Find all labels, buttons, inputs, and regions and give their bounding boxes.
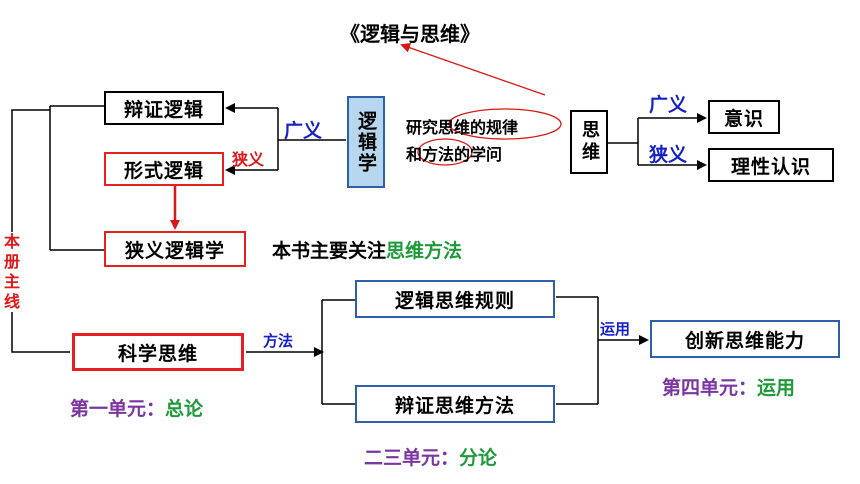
formal-logic-box: 形式逻辑 bbox=[104, 152, 224, 186]
unit4-label: 第四单元：运用 bbox=[662, 373, 795, 400]
innovative-ability-label: 创新思维能力 bbox=[684, 329, 805, 352]
main-line-label: 本册主线 bbox=[2, 232, 22, 312]
logic-box: 逻辑学 bbox=[347, 96, 385, 188]
unit1-label: 第一单元：总论 bbox=[70, 394, 203, 421]
scientific-thinking-label: 科学思维 bbox=[117, 342, 198, 365]
rational-cognition-label: 理性认识 bbox=[730, 155, 811, 178]
unit1-suffix: 总论 bbox=[165, 398, 204, 420]
unit23-suffix: 分论 bbox=[459, 447, 498, 469]
dialectical-logic-box: 辩证逻辑 bbox=[104, 91, 224, 125]
broad-label-right: 广义 bbox=[649, 94, 688, 116]
dialectical-methods-label: 辩证思维方法 bbox=[394, 394, 515, 417]
highlight-ellipse-method bbox=[417, 138, 473, 166]
focus-prefix: 本书主要关注 bbox=[272, 240, 387, 262]
unit23-prefix: 二三单元： bbox=[364, 447, 460, 469]
logic-box-label: 逻辑学 bbox=[355, 110, 377, 174]
thinking-box-label: 思维 bbox=[579, 120, 600, 164]
definition-line2: 和方法的学问 bbox=[406, 145, 503, 164]
focus-highlight: 思维方法 bbox=[386, 240, 463, 262]
rational-cognition-box: 理性认识 bbox=[708, 148, 834, 182]
consciousness-box: 意识 bbox=[708, 100, 780, 134]
main-line-text: 本册主线 bbox=[3, 232, 20, 311]
unit23-label: 二三单元：分论 bbox=[364, 443, 497, 470]
formal-logic-label: 形式逻辑 bbox=[123, 159, 204, 182]
unit4-suffix: 运用 bbox=[757, 377, 796, 399]
scientific-thinking-box: 科学思维 bbox=[72, 333, 244, 371]
arrow-to-title bbox=[400, 42, 546, 96]
unit1-prefix: 第一单元： bbox=[70, 398, 166, 420]
dialectical-methods-box: 辩证思维方法 bbox=[355, 385, 555, 423]
apply-label: 运用 bbox=[600, 320, 631, 338]
broad-label-left: 广义 bbox=[284, 120, 323, 142]
narrow-label-left: 狭义 bbox=[232, 150, 265, 169]
narrow-label-right: 狭义 bbox=[649, 144, 688, 166]
main-line-bracket bbox=[11, 109, 70, 353]
definition-line1: 研究思维的规律 bbox=[406, 118, 519, 137]
dialectical-logic-label: 辩证逻辑 bbox=[123, 98, 204, 121]
narrow-logic-box: 狭义逻辑学 bbox=[104, 231, 246, 267]
logic-rules-box: 逻辑思维规则 bbox=[355, 280, 555, 318]
innovative-ability-box: 创新思维能力 bbox=[650, 320, 840, 358]
unit4-prefix: 第四单元： bbox=[662, 377, 758, 399]
thinking-box: 思维 bbox=[570, 110, 608, 174]
focus-text: 本书主要关注思维方法 bbox=[272, 236, 462, 263]
logic-rules-label: 逻辑思维规则 bbox=[394, 289, 515, 312]
highlight-ellipse-law bbox=[448, 108, 562, 140]
narrow-logic-label: 狭义逻辑学 bbox=[124, 239, 225, 262]
diagram-title: 《逻辑与思维》 bbox=[340, 22, 480, 46]
method-label: 方法 bbox=[263, 332, 294, 350]
consciousness-label: 意识 bbox=[723, 107, 764, 130]
